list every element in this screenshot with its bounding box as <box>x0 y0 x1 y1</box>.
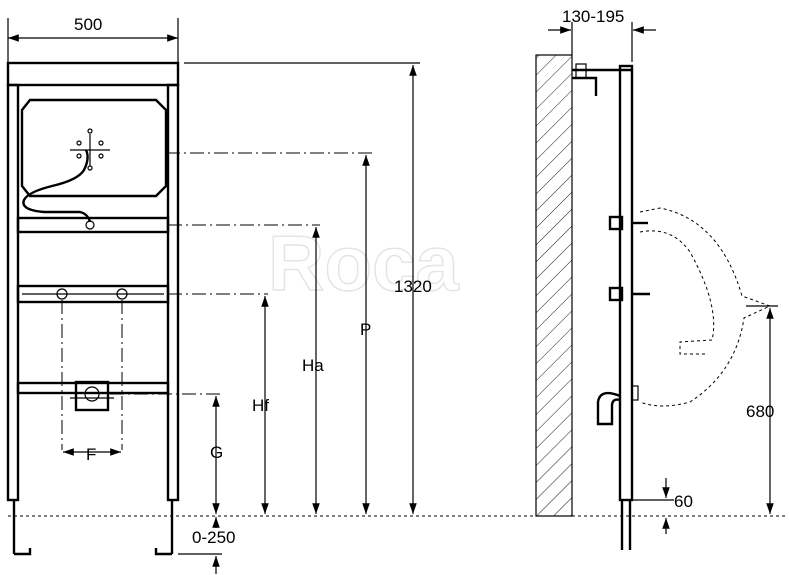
dim-g-label: G <box>210 443 223 462</box>
dim-p-label: P <box>360 320 371 339</box>
dim-60-label: 60 <box>674 492 693 511</box>
installation-frame-front-view <box>6 61 180 556</box>
dim-f-label: F <box>86 445 96 464</box>
wall-hatched <box>535 54 573 517</box>
dim-500-label: 500 <box>74 15 102 34</box>
dim-hf-label: Hf <box>252 396 269 415</box>
dim-130-195-label: 130-195 <box>562 7 624 26</box>
side-view <box>535 54 772 550</box>
dim-ha-label: Ha <box>302 356 324 375</box>
dim-0-250-label: 0-250 <box>192 528 235 547</box>
dim-1320-label: 1320 <box>394 277 432 296</box>
dim-680-label: 680 <box>746 402 774 421</box>
